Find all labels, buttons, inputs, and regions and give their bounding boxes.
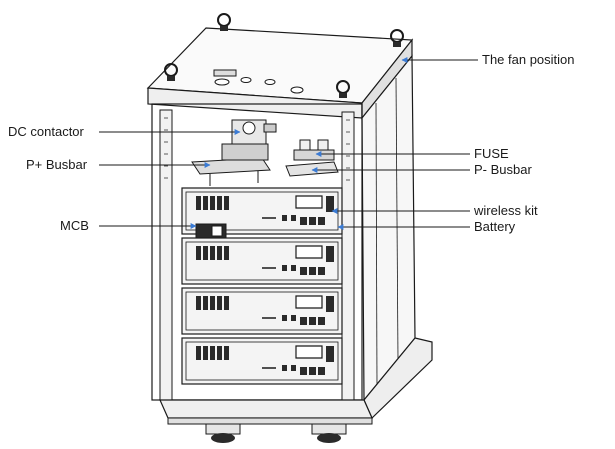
module-terminal-block <box>196 346 229 360</box>
module-indicators <box>262 215 296 221</box>
cabinet-base <box>159 399 373 425</box>
mcb <box>195 223 227 239</box>
label-p-plus-busbar: P+ Busbar <box>26 157 88 172</box>
label-dc-contactor: DC contactor <box>8 124 84 139</box>
label-p-minus-busbar: P- Busbar <box>474 162 532 177</box>
callout-lines <box>99 57 478 230</box>
module-terminal-block <box>196 246 229 260</box>
module-connectors <box>300 317 325 325</box>
label-mcb: MCB <box>60 218 89 233</box>
p-plus-busbar <box>191 143 271 186</box>
dc-contactor <box>231 119 277 147</box>
battery-module <box>181 287 343 335</box>
caster-wheel-icon <box>205 423 347 443</box>
fuse <box>293 139 335 161</box>
label-wireless-kit: wireless kit <box>474 203 538 218</box>
module-indicators <box>262 365 296 371</box>
module-handle <box>295 245 323 259</box>
cabinet-side-panel <box>361 54 433 420</box>
battery-module <box>181 237 343 285</box>
module-connectors <box>300 367 325 375</box>
module-handle <box>295 295 323 309</box>
cabinet-top <box>146 27 414 120</box>
module-handle <box>295 195 323 209</box>
label-fan-position: The fan position <box>482 52 575 67</box>
label-fuse: FUSE <box>474 146 509 161</box>
module-indicators <box>262 265 296 271</box>
module-indicators <box>262 315 296 321</box>
module-terminal-block <box>196 296 229 310</box>
label-battery: Battery <box>474 219 516 234</box>
p-minus-busbar <box>285 161 339 177</box>
module-terminal-block <box>196 196 229 210</box>
battery-module <box>181 337 343 385</box>
module-handle <box>295 345 323 359</box>
module-connectors <box>300 267 325 275</box>
module-connectors <box>300 217 325 225</box>
lifting-eye-icon <box>164 13 404 98</box>
battery-modules <box>181 187 343 385</box>
